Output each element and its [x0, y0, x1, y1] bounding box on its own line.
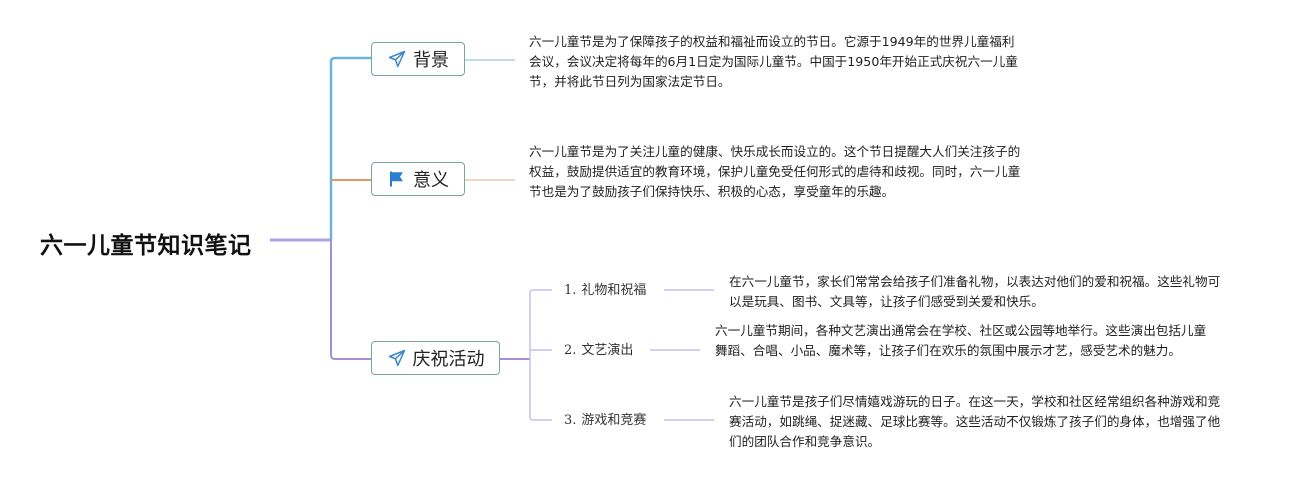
branch-label-background: 背景 [413, 50, 449, 71]
subtopic-gifts[interactable]: 1. 礼物和祝福 [564, 281, 646, 301]
gifts-description: 在六一儿童节，家长们常常会给孩子们准备礼物，以表达对他们的爱和祝福。这些礼物可以… [729, 274, 1221, 309]
root-title[interactable]: 六一儿童节知识笔记 [40, 233, 252, 259]
sub-branch-line-3 [529, 359, 552, 421]
paper-plane-icon [387, 348, 407, 368]
background-branch-line [329, 56, 372, 240]
meaning-description: 六一儿童节是为了关注儿童的健康、快乐成长而设立的。这个节日提醒大人们关注孩子的权… [529, 144, 1021, 199]
subtopic-label: 礼物和祝福 [581, 283, 647, 298]
paper-plane-icon [387, 49, 407, 69]
branch-label-celebration: 庆祝活动 [412, 349, 485, 370]
subtopic-performances[interactable]: 2. 文艺演出 [564, 341, 633, 361]
flag-icon [387, 169, 407, 189]
subtopic-label: 游戏和竞赛 [581, 413, 647, 428]
branch-node-celebration[interactable]: 庆祝活动 [371, 341, 500, 375]
subtopic-label: 文艺演出 [581, 343, 634, 358]
celebration-branch-line [330, 240, 372, 360]
subtopic-number: 3. [564, 413, 577, 428]
subtopic-games[interactable]: 3. 游戏和竞赛 [564, 411, 646, 431]
branch-node-meaning[interactable]: 意义 [371, 162, 465, 196]
subtopic-number: 2. [564, 343, 577, 358]
games-description: 六一儿童节是孩子们尽情嬉戏游玩的日子。在这一天，学校和社区经常组织各种游戏和竞赛… [729, 394, 1221, 449]
subtopic-number: 1. [564, 283, 577, 298]
background-description: 六一儿童节是为了保障孩子的权益和福祉而设立的节日。它源于1949年的世界儿童福利… [529, 34, 1018, 89]
branch-node-background[interactable]: 背景 [371, 42, 465, 76]
branch-label-meaning: 意义 [413, 170, 449, 191]
sub-branch-line-1 [529, 289, 552, 359]
performances-description: 六一儿童节期间，各种文艺演出通常会在学校、社区或公园等地举行。这些演出包括儿童舞… [715, 323, 1207, 358]
